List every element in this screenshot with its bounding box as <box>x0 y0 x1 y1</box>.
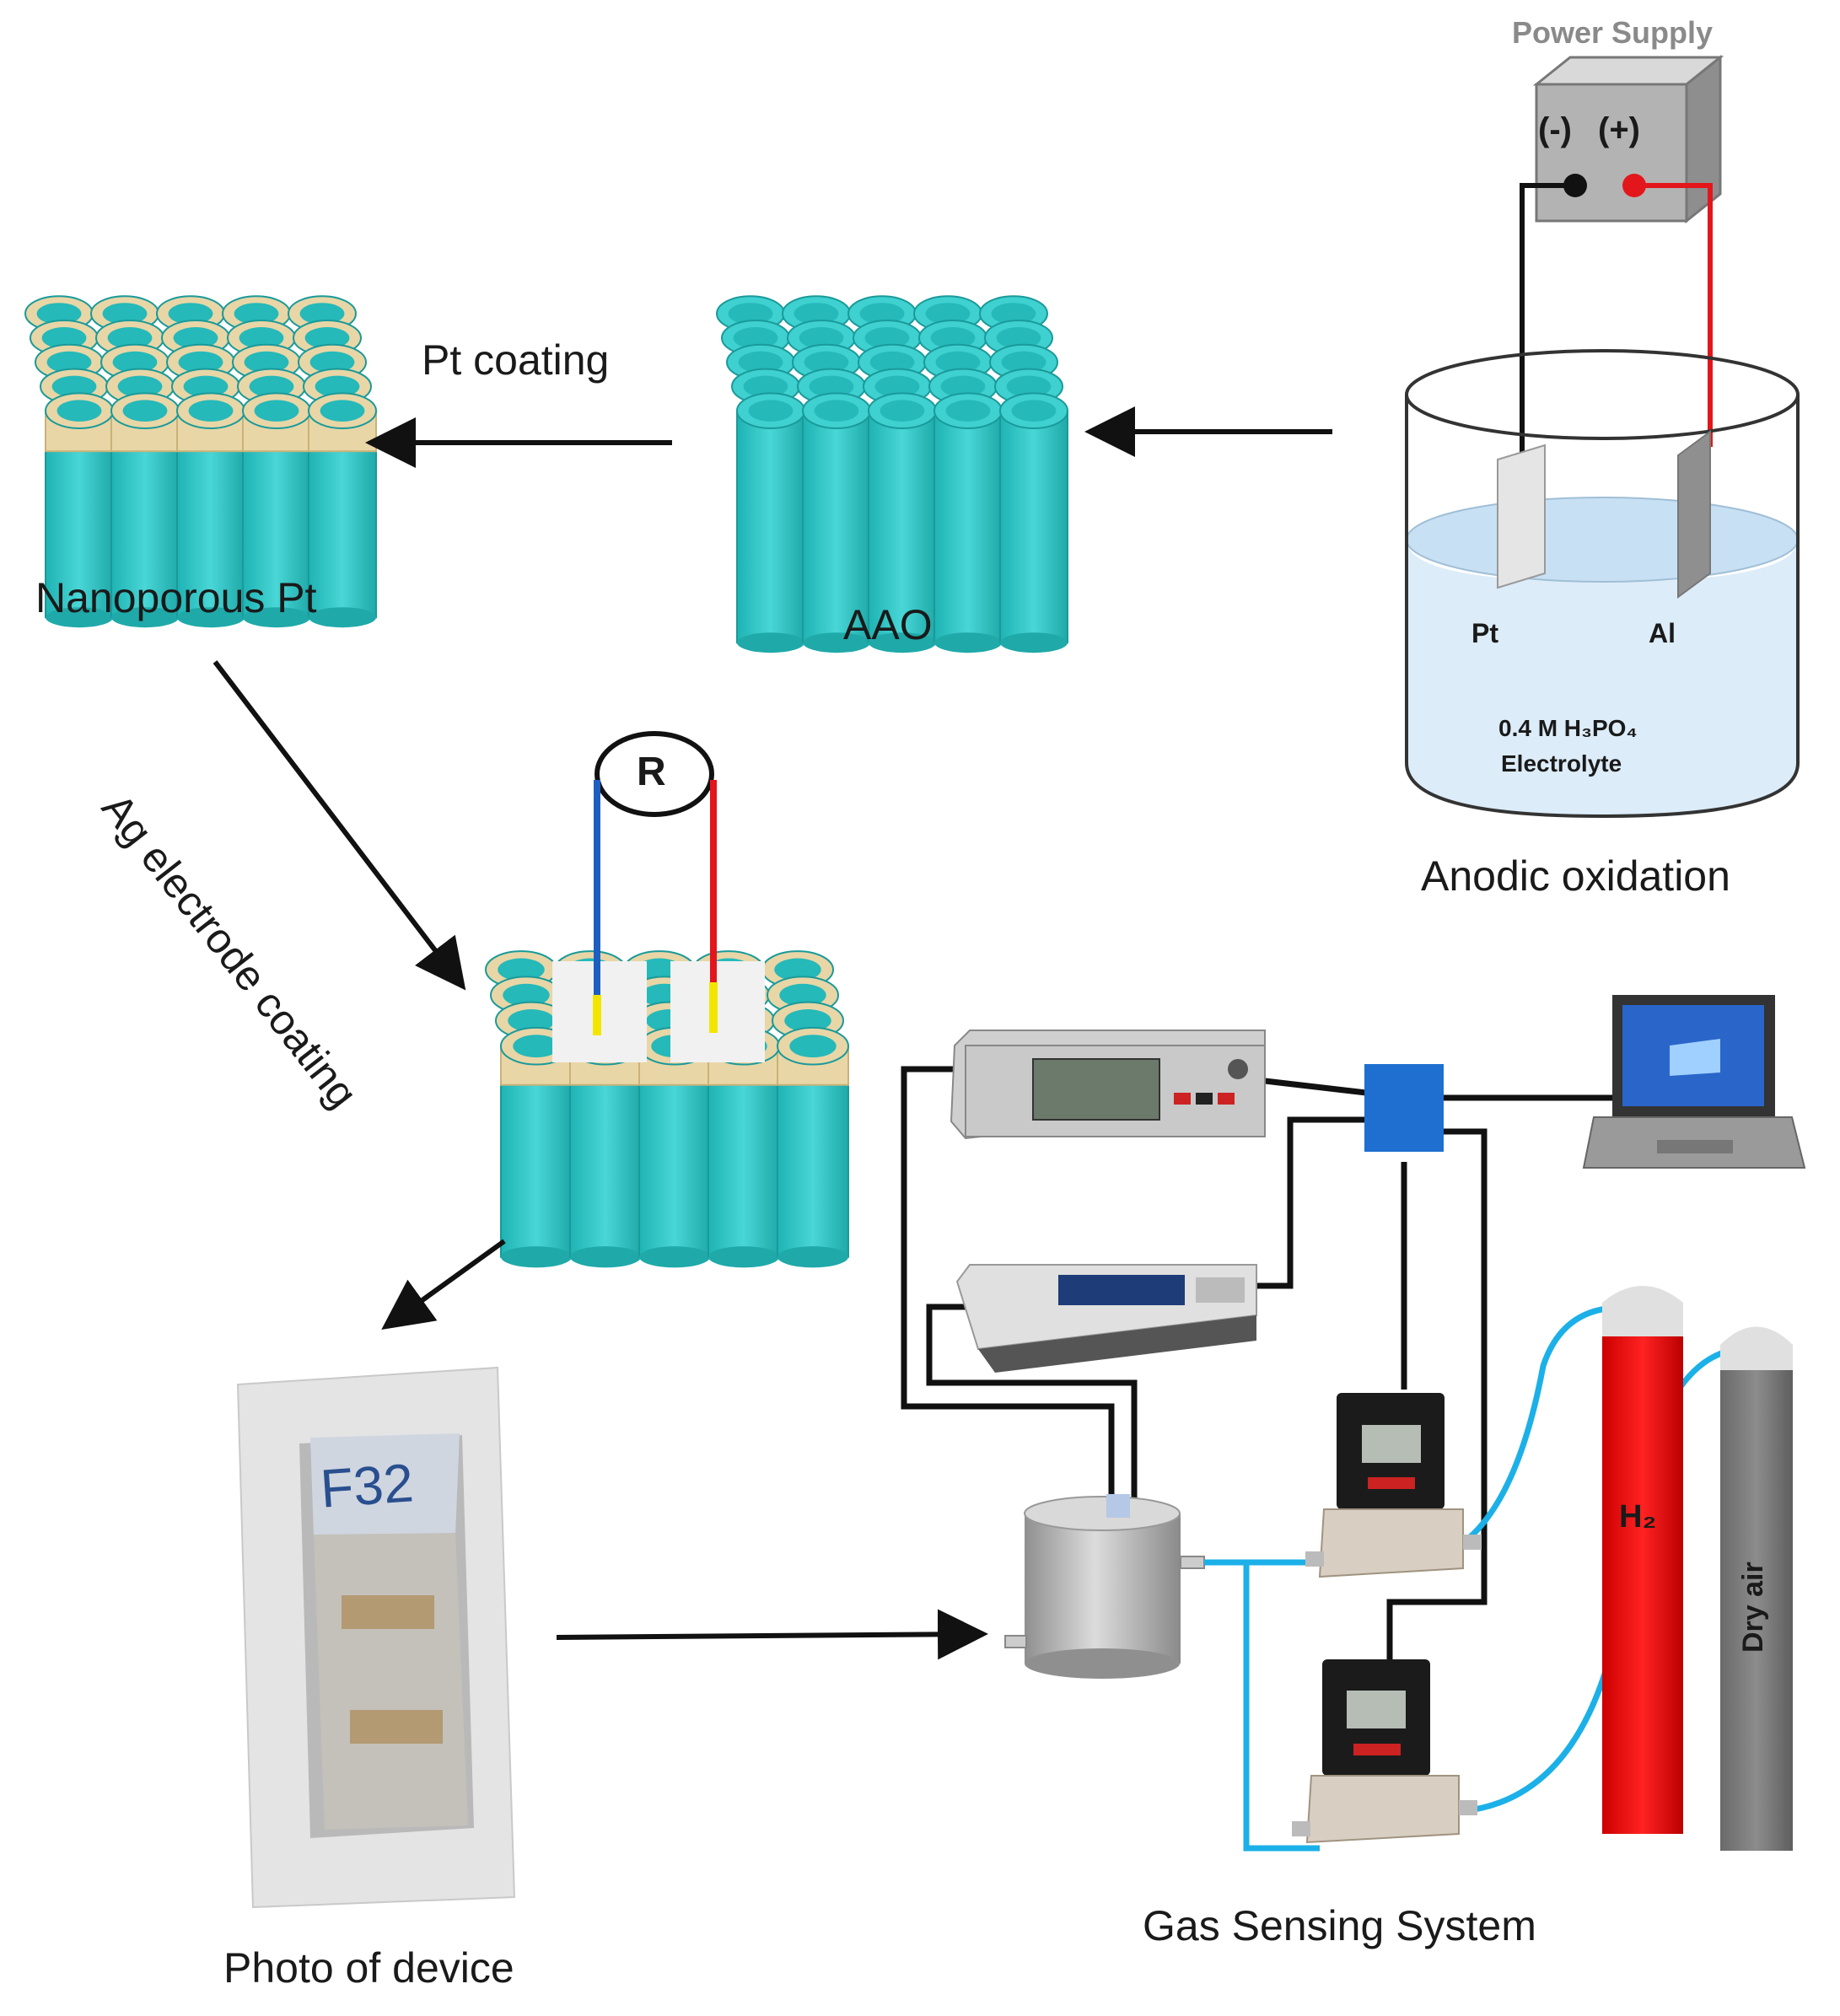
electrolyte-concentration-label: 0.4 M H₃PO₄ <box>1498 715 1638 741</box>
data-hub <box>1364 1064 1444 1152</box>
test-chamber <box>1004 1494 1205 1679</box>
pt-electrode-label: Pt <box>1471 618 1498 648</box>
device-block <box>485 950 849 1268</box>
mass-flow-controller-air <box>1292 1659 1477 1844</box>
resistance-label: R <box>637 750 666 794</box>
h2-cylinder <box>1602 1286 1683 1834</box>
dry-air-label: Dry air <box>1737 1562 1769 1653</box>
gas-sensing-system-label: Gas Sensing System <box>1143 1902 1536 1949</box>
arrow-nanoporous-to-device <box>213 660 466 991</box>
dry-air-cylinder <box>1720 1326 1793 1851</box>
device-mark-label: F32 <box>318 1452 416 1519</box>
nanoporous-pt-label: Nanoporous Pt <box>35 574 317 621</box>
arrow-photo-to-chamber <box>556 1609 988 1660</box>
source-meter <box>950 1030 1266 1140</box>
aao-label: AAO <box>843 601 933 648</box>
power-supply <box>1532 54 1724 224</box>
arrow-device-to-photo <box>381 1239 506 1331</box>
photo-of-device-label: Photo of device <box>223 1944 514 1992</box>
electrolyte-label: Electrolyte <box>1501 750 1622 777</box>
nanoporous-pt-block <box>24 295 377 628</box>
anodic-oxidation-label: Anodic oxidation <box>1421 852 1730 900</box>
electrolysis-beaker <box>1405 349 1800 819</box>
red-lead-wire <box>1634 183 1713 447</box>
black-lead-wire <box>1520 183 1575 460</box>
pt-coating-label: Pt coating <box>422 336 610 384</box>
resistance-meter <box>593 731 718 1035</box>
power-supply-label: Power Supply <box>1512 15 1714 50</box>
bench-instrument <box>955 1264 1257 1373</box>
al-electrode-label: Al <box>1649 618 1676 648</box>
negative-terminal-label: (-) <box>1538 111 1572 148</box>
mass-flow-controller-h2 <box>1305 1393 1482 1578</box>
positive-terminal-label: (+) <box>1598 111 1640 148</box>
signal-wiring <box>901 1066 1640 1663</box>
laptop-computer <box>1582 995 1806 1169</box>
device-photo <box>236 1366 516 1909</box>
h2-label: H₂ <box>1619 1499 1657 1535</box>
aao-block <box>716 295 1068 653</box>
